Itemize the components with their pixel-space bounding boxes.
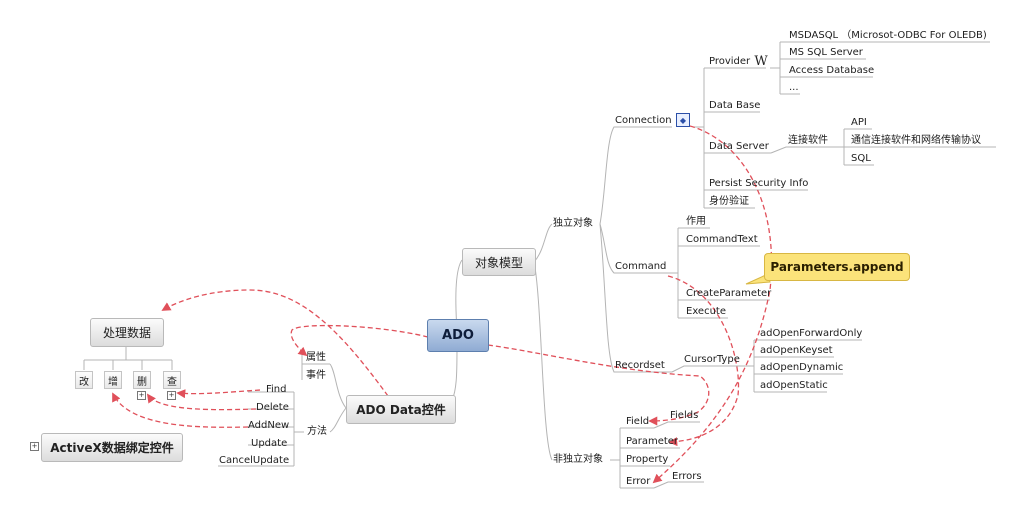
error-node[interactable]: Error <box>626 476 651 487</box>
relation-control-process <box>161 289 389 397</box>
method-find[interactable]: Find <box>266 384 287 395</box>
branch-line-control <box>451 344 458 401</box>
method-delete[interactable]: Delete <box>256 402 289 413</box>
ado-data-control-node[interactable]: ADO Data控件 <box>346 395 456 424</box>
provider-node[interactable]: Provider <box>709 56 751 67</box>
connection-node[interactable]: Connection <box>615 115 672 126</box>
relation-find-query <box>176 389 261 399</box>
auth-node[interactable]: 身份验证 <box>709 196 749 207</box>
cursor-forward-only[interactable]: adOpenForwardOnly <box>760 328 863 339</box>
line-dataserver-software <box>770 146 832 154</box>
line-conn-children <box>694 68 705 208</box>
parameter-node[interactable]: Parameter <box>626 436 679 447</box>
method-addnew[interactable]: AddNew <box>248 420 290 431</box>
property-node[interactable]: Property <box>626 454 669 465</box>
process-data-node[interactable]: 处理数据 <box>90 318 164 347</box>
root-node[interactable]: ADO <box>427 319 489 352</box>
line-control-attr <box>329 363 347 409</box>
events-node[interactable]: 事件 <box>306 370 326 381</box>
command-purpose[interactable]: 作用 <box>686 216 706 227</box>
method-update[interactable]: Update <box>251 438 288 449</box>
line-ind-recordset <box>599 223 672 373</box>
database-node[interactable]: Data Base <box>709 100 761 111</box>
relation-delete-delete <box>146 393 257 411</box>
line-dependent-children <box>610 427 680 489</box>
relation-ado-attr <box>290 324 429 357</box>
server-api[interactable]: API <box>851 117 867 128</box>
line-control-methods <box>329 407 347 433</box>
line-ind-connection <box>599 126 672 225</box>
provider-access[interactable]: Access Database <box>789 65 875 76</box>
paw-icon: ◆ <box>676 113 690 127</box>
expand-delete-toggle[interactable]: + <box>137 391 146 400</box>
line-attr-bracket <box>301 352 330 380</box>
line-fields <box>653 421 700 429</box>
cursor-keyset[interactable]: adOpenKeyset <box>760 345 833 356</box>
relation-connection-error <box>652 125 773 484</box>
object-model-node[interactable]: 对象模型 <box>462 248 536 276</box>
wikipedia-icon: W <box>754 53 768 69</box>
provider-msdasql[interactable]: MSDASQL （Microsot-ODBC For OLEDB) <box>789 30 987 41</box>
relation-ado-recordset <box>487 344 710 426</box>
op-delete[interactable]: 删 <box>133 371 151 389</box>
provider-more[interactable]: ... <box>789 82 799 93</box>
activex-binding-node[interactable]: ActiveX数据绑定控件 <box>41 433 183 462</box>
persist-security-node[interactable]: Persist Security Info <box>709 178 809 189</box>
recordset-node[interactable]: Recordset <box>615 360 665 371</box>
command-create-parameter[interactable]: CreateParameter <box>686 288 772 299</box>
line-software-list <box>832 128 996 166</box>
command-execute[interactable]: Execute <box>686 306 726 317</box>
server-sql[interactable]: SQL <box>851 153 871 164</box>
line-recordset-cursortype <box>671 365 742 373</box>
line-methods-list <box>218 391 304 467</box>
line-om-independent <box>533 223 553 263</box>
line-errors <box>653 481 704 489</box>
line-process-ops <box>83 347 173 370</box>
attributes-node[interactable]: 属性 <box>306 352 326 363</box>
line-om-dependent <box>533 261 553 461</box>
fields-node[interactable]: Fields <box>670 410 699 421</box>
relation-addnew-add <box>112 392 249 428</box>
op-modify[interactable]: 改 <box>75 371 93 389</box>
connect-software-node[interactable]: 连接软件 <box>788 135 828 146</box>
cursor-static[interactable]: adOpenStatic <box>760 380 828 391</box>
line-command-children <box>672 227 770 319</box>
expand-activex-toggle[interactable]: + <box>30 442 39 451</box>
command-node[interactable]: Command <box>615 261 667 272</box>
op-add[interactable]: 增 <box>104 371 122 389</box>
field-node[interactable]: Field <box>626 416 650 427</box>
errors-node[interactable]: Errors <box>672 471 702 482</box>
expand-query-toggle[interactable]: + <box>167 391 176 400</box>
method-cancel-update[interactable]: CancelUpdate <box>219 455 290 466</box>
dependent-objects-label[interactable]: 非独立对象 <box>553 454 603 465</box>
methods-node[interactable]: 方法 <box>307 426 327 437</box>
server-protocol[interactable]: 通信连接软件和网络传输协议 <box>851 135 981 146</box>
provider-mssql[interactable]: MS SQL Server <box>789 47 863 58</box>
independent-objects-label[interactable]: 独立对象 <box>553 218 593 229</box>
parameters-append-callout[interactable]: Parameters.append <box>764 253 910 281</box>
cursor-dynamic[interactable]: adOpenDynamic <box>760 362 844 373</box>
line-provider-list <box>770 41 990 95</box>
relation-command-parameter <box>667 275 740 447</box>
op-query[interactable]: 查 <box>163 371 181 389</box>
command-text[interactable]: CommandText <box>686 234 758 245</box>
cursor-type-node[interactable]: CursorType <box>684 354 740 365</box>
data-server-node[interactable]: Data Server <box>709 141 769 152</box>
line-cursor-list <box>742 339 862 393</box>
line-ind-command <box>599 223 672 274</box>
